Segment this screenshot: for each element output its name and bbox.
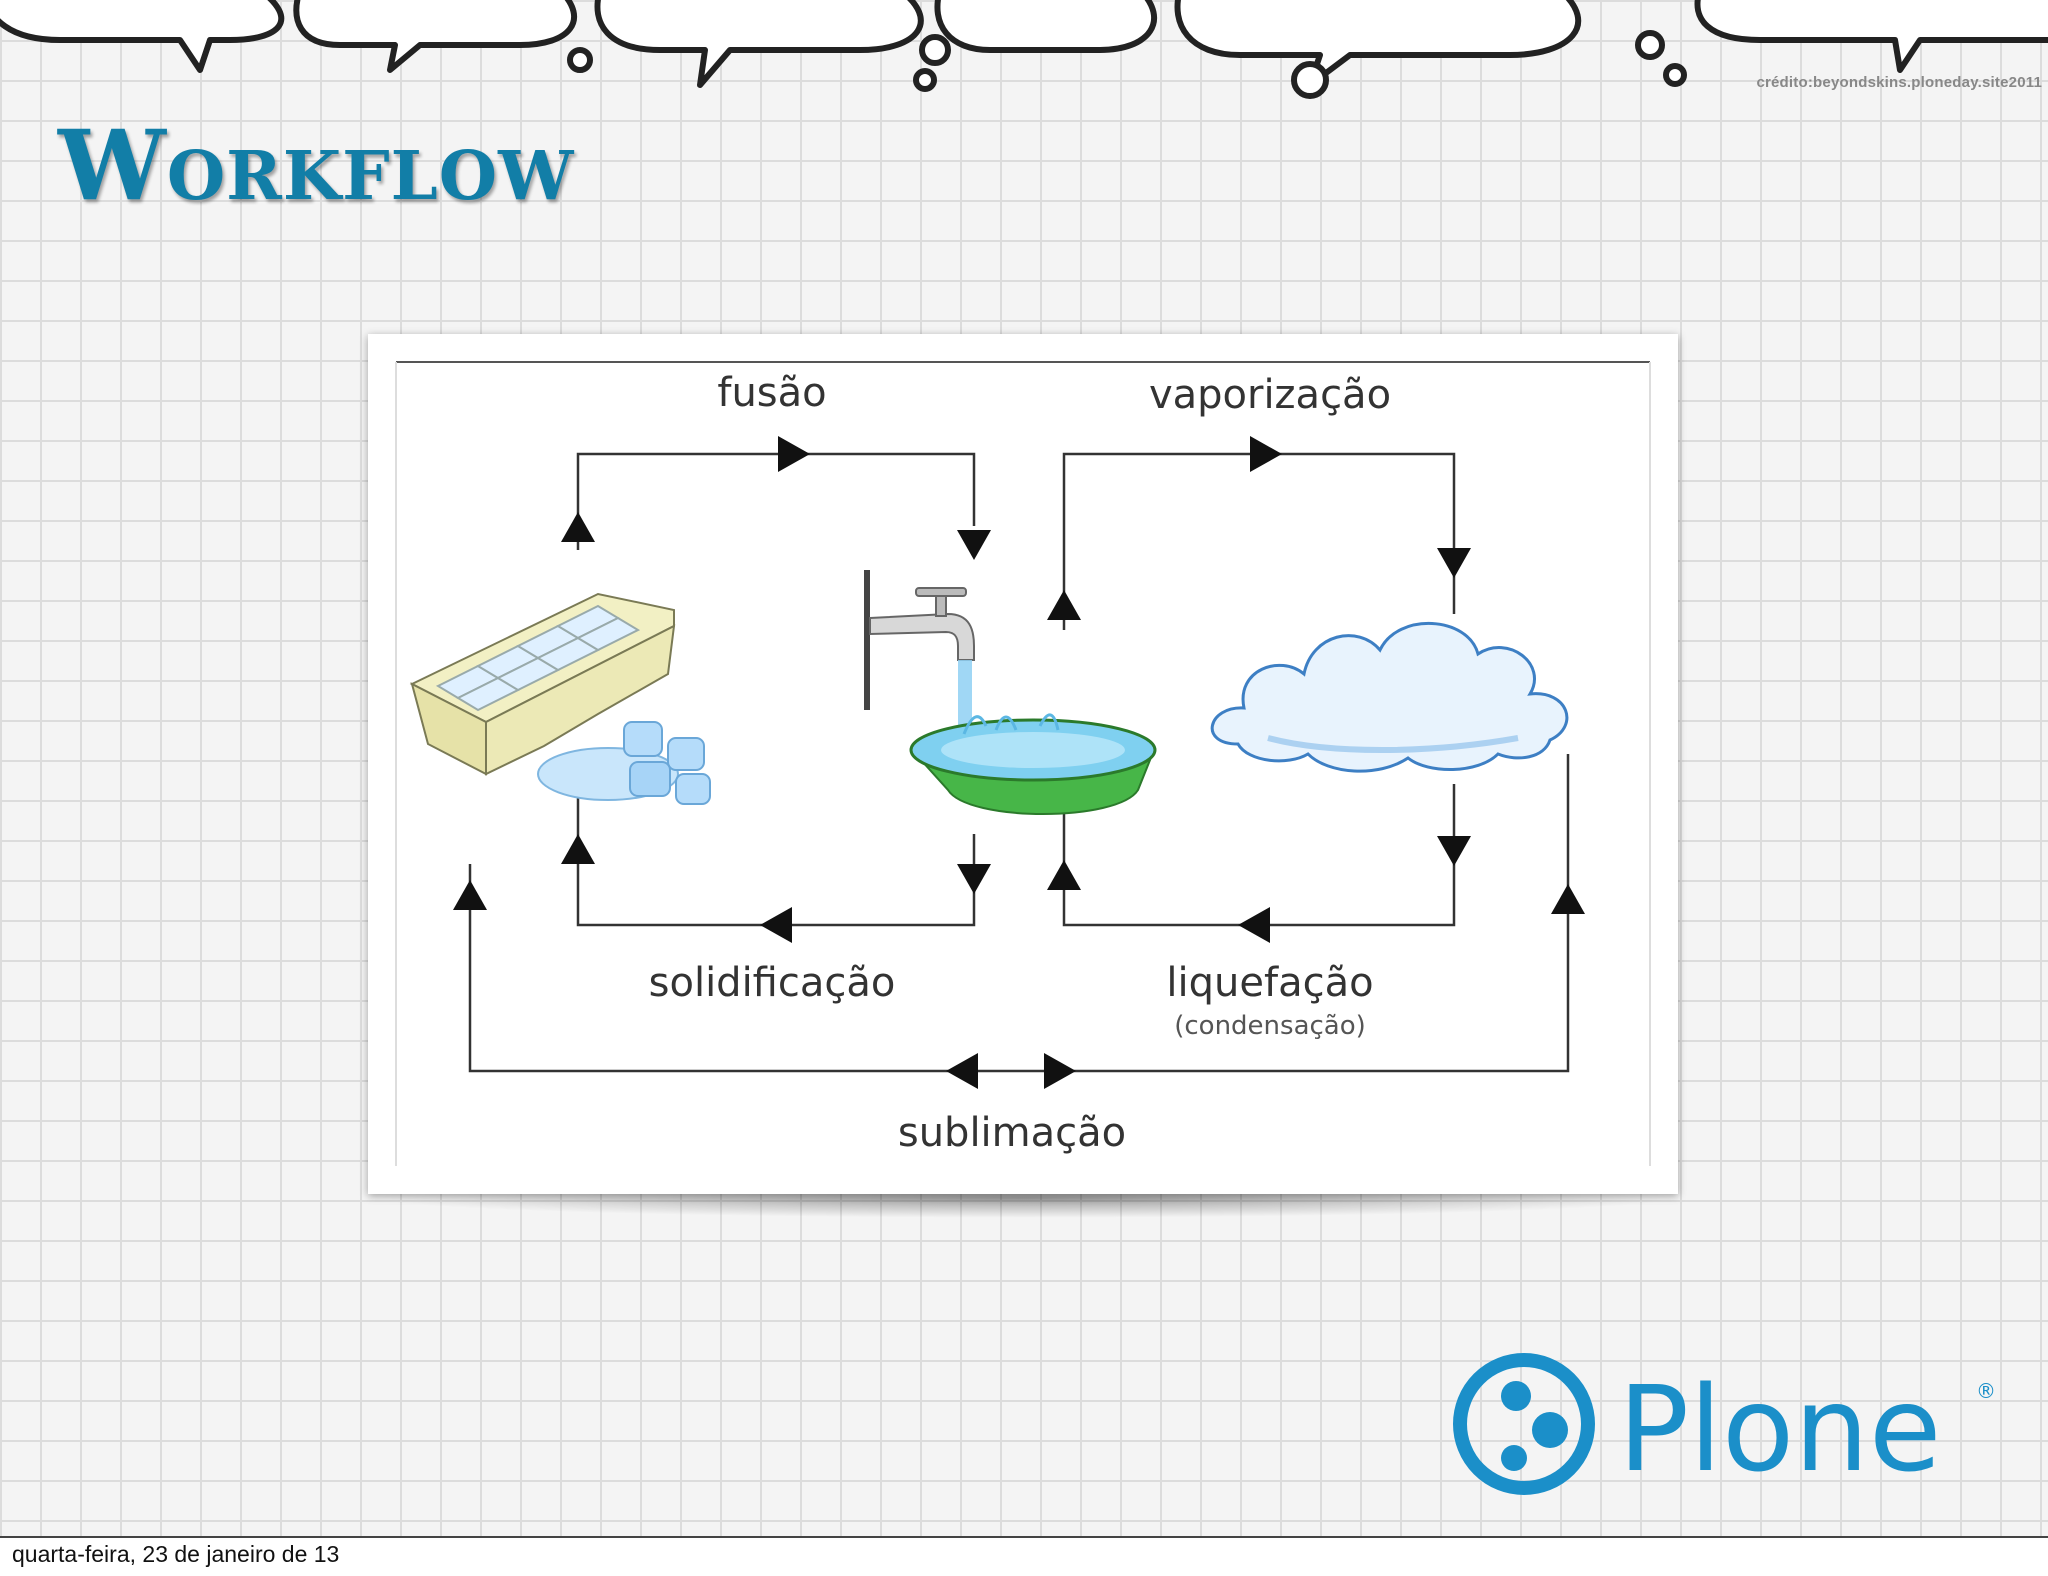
registered-mark: ®	[1976, 1379, 1996, 1403]
label-condensacao: (condensação)	[1174, 1011, 1366, 1041]
arrow-up-fusao	[561, 512, 595, 542]
arrow-down-vaporizacao	[1437, 548, 1471, 578]
label-solidificacao: solidificação	[649, 960, 896, 1006]
arrow-up-sublimacao-left	[453, 880, 487, 910]
label-sublimacao: sublimação	[898, 1110, 1126, 1156]
diagram-photo: fusão vaporização solidificação liquefaç…	[368, 334, 1678, 1194]
ice-cubes-image	[537, 721, 711, 805]
solidificacao-path	[576, 782, 976, 927]
vaporizacao-path	[1062, 452, 1456, 630]
footer-date: quarta-feira, 23 de janeiro de 13	[12, 1541, 340, 1567]
arrow-left-sublimacao	[946, 1053, 978, 1089]
arrow-right-sublimacao	[1044, 1053, 1076, 1089]
arrow-left-solidificacao	[760, 907, 792, 943]
cloud-image	[1210, 621, 1569, 773]
states-of-matter-diagram: fusão vaporização solidificação liquefaç…	[395, 361, 1651, 1166]
arrow-up-solidificacao	[561, 834, 595, 864]
label-fusao: fusão	[717, 370, 826, 416]
brand-name: Plone	[1618, 1360, 1942, 1498]
arrow-down-fusao	[957, 530, 991, 560]
plone-logo: Plone ®	[1453, 1353, 1996, 1498]
arrow-right-fusao	[778, 436, 810, 472]
slide: crédito:beyondskins.ploneday.site2011 Wo…	[0, 0, 2048, 1538]
fusao-path	[576, 452, 976, 550]
ice-tray-image	[409, 592, 676, 776]
arrow-right-vaporizacao	[1250, 436, 1282, 472]
arrow-up-vaporizacao	[1047, 590, 1081, 620]
liquefacao-path	[1062, 784, 1456, 927]
slide-title: Workflow	[58, 109, 575, 222]
speech-bubbles-banner	[0, 0, 2048, 99]
label-liquefacao: liquefação	[1166, 960, 1373, 1006]
plone-icon	[1453, 1353, 1595, 1495]
arrow-left-liquefacao	[1238, 907, 1270, 943]
arrow-up-liquefacao	[1047, 860, 1081, 890]
arrow-down-liquefacao	[1437, 836, 1471, 866]
image-credit: crédito:beyondskins.ploneday.site2011	[1756, 74, 2042, 91]
arrow-up-sublimacao-right	[1551, 884, 1585, 914]
water-basin-image	[909, 713, 1157, 815]
arrow-down-solidificacao	[957, 864, 991, 894]
label-vaporizacao: vaporização	[1149, 372, 1391, 418]
